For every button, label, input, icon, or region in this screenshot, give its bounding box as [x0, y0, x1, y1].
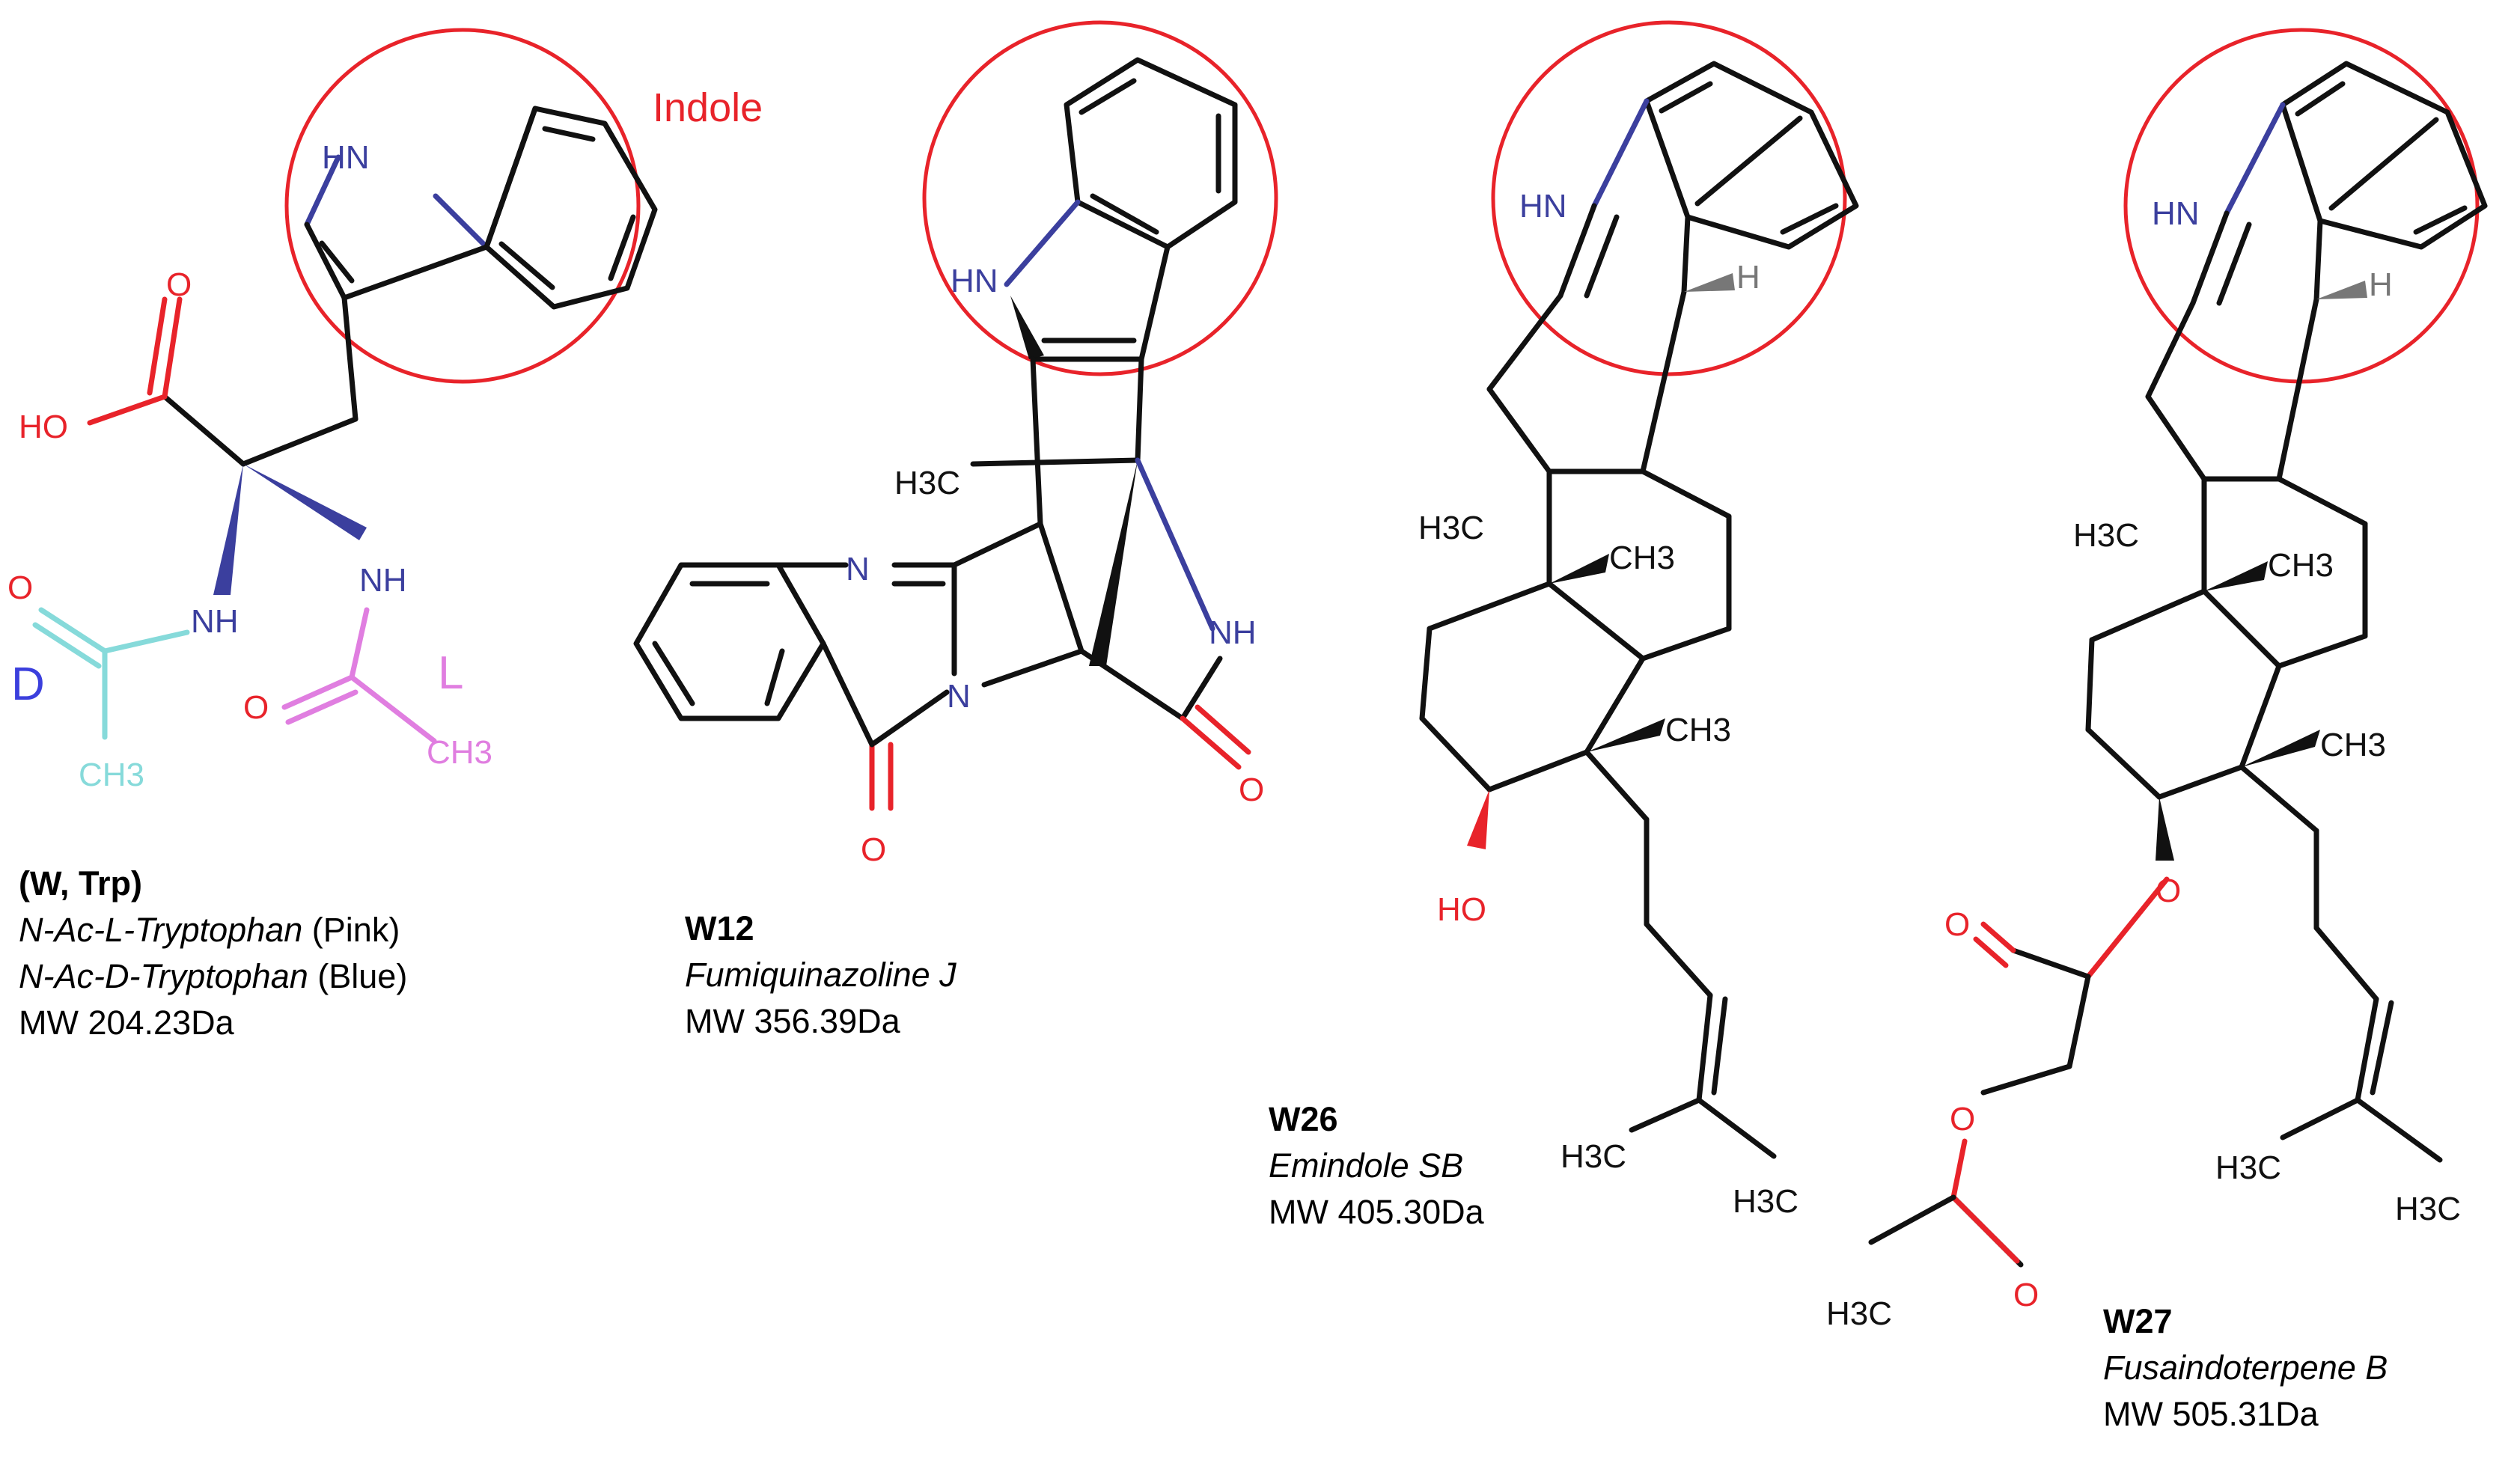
w26-h3c-c: H3C — [1733, 1183, 1799, 1220]
compound-id: W27 — [2103, 1302, 2173, 1340]
w26-h: H — [1736, 259, 1760, 296]
caption-w27: W27 Fusaindoterpene B MW 505.31Da — [2103, 1298, 2388, 1438]
w26-ch3-b: CH3 — [1609, 540, 1675, 576]
ch3-l: CH3 — [427, 734, 492, 771]
atom-o-w27-b: O — [1950, 1101, 1975, 1137]
compound-name: Fumiquinazoline J — [685, 956, 957, 994]
caption-trp: (W, Trp) N-Ac-L-Tryptophan (Pink) N-Ac-D… — [19, 861, 407, 1046]
atom-n-w12-mid: N — [947, 678, 971, 715]
compound-id: W12 — [685, 909, 754, 947]
tryptophan-structure: HN O HO NH O CH3 L NH O CH3 D Indole — [7, 28, 763, 793]
w26-h3c-a: H3C — [1418, 510, 1484, 546]
atom-ho: HO — [19, 409, 68, 445]
caption-w26: W26 Emindole SB MW 405.30Da — [1269, 1096, 1484, 1236]
compound-name-l-text: N-Ac-L-Tryptophan — [19, 911, 303, 949]
ch3-d: CH3 — [79, 757, 144, 793]
atom-hn-w27: HN — [2152, 195, 2200, 232]
indole-highlight-circle-1 — [284, 28, 641, 384]
w26-ch3-a: CH3 — [1665, 712, 1731, 748]
compound-id: (W, Trp) — [19, 864, 142, 902]
atom-nh-w12: NH — [1209, 614, 1257, 651]
indole-label: Indole — [653, 85, 763, 130]
atom-o-w12-a: O — [1239, 772, 1264, 808]
atom-o-l: O — [243, 689, 269, 726]
d-label: D — [11, 659, 45, 710]
compound-name-d: N-Ac-D-Tryptophan (Blue) — [19, 953, 407, 1000]
atom-nh-d: NH — [191, 603, 239, 640]
atom-o-w27-a: O — [1944, 906, 1970, 943]
compound-name: Emindole SB — [1269, 1146, 1464, 1185]
atom-ho-w26: HO — [1437, 891, 1486, 928]
w27-structure: HN O O O O — [1826, 28, 2488, 1332]
atom-o-w27-c: O — [2013, 1277, 2039, 1313]
atom-hn: HN — [322, 139, 370, 176]
compound-name-l: N-Ac-L-Tryptophan (Pink) — [19, 907, 407, 953]
w27-h3c-d: H3C — [1826, 1295, 1892, 1332]
w27-ch3-a: CH3 — [2320, 727, 2386, 763]
compound-id: W26 — [1269, 1100, 1338, 1138]
w27-h3c-a: H3C — [2073, 517, 2139, 554]
w26-structure: HN CH3 CH3 H3C H HO H3C H3C — [1418, 20, 1859, 1220]
indole-highlight-circle-3 — [1491, 20, 1847, 376]
atom-o-w12-b: O — [861, 831, 886, 868]
compound-tag-d: (Blue) — [308, 957, 408, 995]
w12-h3c: H3C — [894, 465, 960, 501]
compound-mw: MW 405.30Da — [1269, 1193, 1484, 1231]
w27-h3c-c: H3C — [2395, 1191, 2461, 1227]
compound-name: Fusaindoterpene B — [2103, 1349, 2388, 1387]
l-label: L — [438, 647, 463, 699]
w26-h3c-b: H3C — [1560, 1138, 1626, 1175]
atom-hn-w26: HN — [1519, 188, 1567, 225]
caption-w12: W12 Fumiquinazoline J MW 356.39Da — [685, 905, 957, 1045]
atom-o-w27-ester: O — [2156, 873, 2181, 909]
w27-h3c-b: H3C — [2215, 1149, 2281, 1186]
w12-structure: HN H3C N N NH O O — [633, 20, 1278, 868]
compound-name-d-text: N-Ac-D-Tryptophan — [19, 957, 308, 995]
indole-highlight-circle-2 — [922, 20, 1278, 376]
w27-ch3-b: CH3 — [2268, 547, 2334, 584]
w27-h: H — [2369, 266, 2393, 303]
atom-nh-l: NH — [359, 562, 407, 599]
atom-o-acid: O — [166, 266, 192, 303]
compound-tag-l: (Pink) — [302, 911, 400, 949]
atom-hn-w12: HN — [951, 263, 998, 299]
compound-mw: MW 356.39Da — [685, 1002, 900, 1040]
atom-n-w12-top: N — [846, 551, 870, 587]
compound-mw: MW 505.31Da — [2103, 1395, 2319, 1433]
atom-o-d: O — [7, 569, 33, 606]
compound-mw: MW 204.23Da — [19, 1004, 234, 1042]
